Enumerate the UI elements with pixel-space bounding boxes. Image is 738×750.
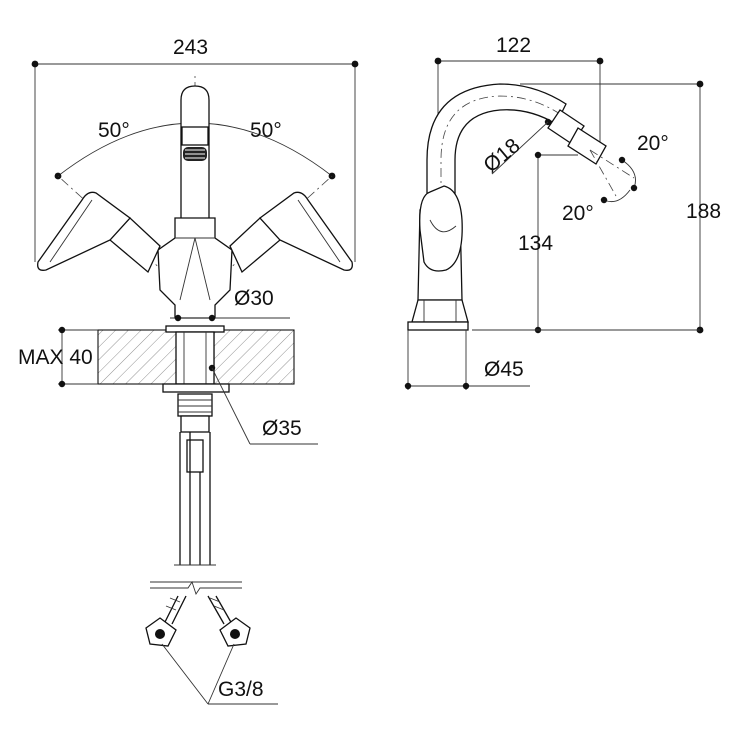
front-view: 243 50° 50° bbox=[18, 36, 359, 705]
connection-nuts bbox=[145, 617, 251, 647]
left-lever-handle bbox=[37, 191, 161, 274]
front-body bbox=[157, 217, 233, 319]
left-nut-icon bbox=[155, 629, 165, 639]
spray-angle-up-label: 20° bbox=[637, 132, 669, 155]
hole-diameter-label: Ø35 bbox=[262, 417, 302, 440]
supply-hoses bbox=[150, 432, 242, 625]
right-lever-handle bbox=[229, 191, 353, 274]
side-view: 122 188 Ø18 bbox=[404, 34, 721, 390]
shank-assembly bbox=[177, 393, 213, 473]
deck-section bbox=[97, 325, 295, 393]
right-nut-icon bbox=[230, 629, 240, 639]
deck-thickness-dimension: MAX 40 bbox=[18, 326, 98, 388]
spout-height-label: 134 bbox=[518, 232, 553, 255]
right-angle-label: 50° bbox=[250, 119, 282, 142]
base-diameter-dimension: Ø45 bbox=[404, 330, 530, 390]
connection-dimension: G3/8 bbox=[161, 643, 278, 705]
side-body bbox=[411, 185, 469, 323]
hole-diameter-dimension: Ø35 bbox=[208, 364, 318, 445]
spray-angle-down-label: 20° bbox=[562, 202, 594, 225]
total-height-label: 188 bbox=[686, 200, 721, 223]
width-dimension: 243 bbox=[31, 36, 359, 262]
spout-diameter-dimension: Ø18 bbox=[479, 118, 552, 177]
total-height-dimension: 188 bbox=[520, 80, 721, 334]
width-label: 243 bbox=[173, 36, 208, 59]
connection-label: G3/8 bbox=[218, 678, 264, 701]
base-diameter-label: Ø45 bbox=[484, 358, 524, 381]
left-angle-label: 50° bbox=[98, 119, 130, 142]
spout-height-dimension: 134 bbox=[518, 151, 578, 334]
front-spout bbox=[180, 85, 210, 229]
body-diameter-dimension: Ø30 bbox=[170, 287, 290, 322]
side-spout bbox=[426, 83, 607, 216]
deck-thickness-label: MAX 40 bbox=[18, 346, 93, 369]
spray-angle-dimensions: 20° 20° bbox=[562, 132, 669, 225]
body-diameter-label: Ø30 bbox=[234, 287, 274, 310]
projection-label: 122 bbox=[496, 34, 531, 57]
spout-diameter-label: Ø18 bbox=[479, 134, 524, 177]
side-base bbox=[407, 321, 700, 331]
